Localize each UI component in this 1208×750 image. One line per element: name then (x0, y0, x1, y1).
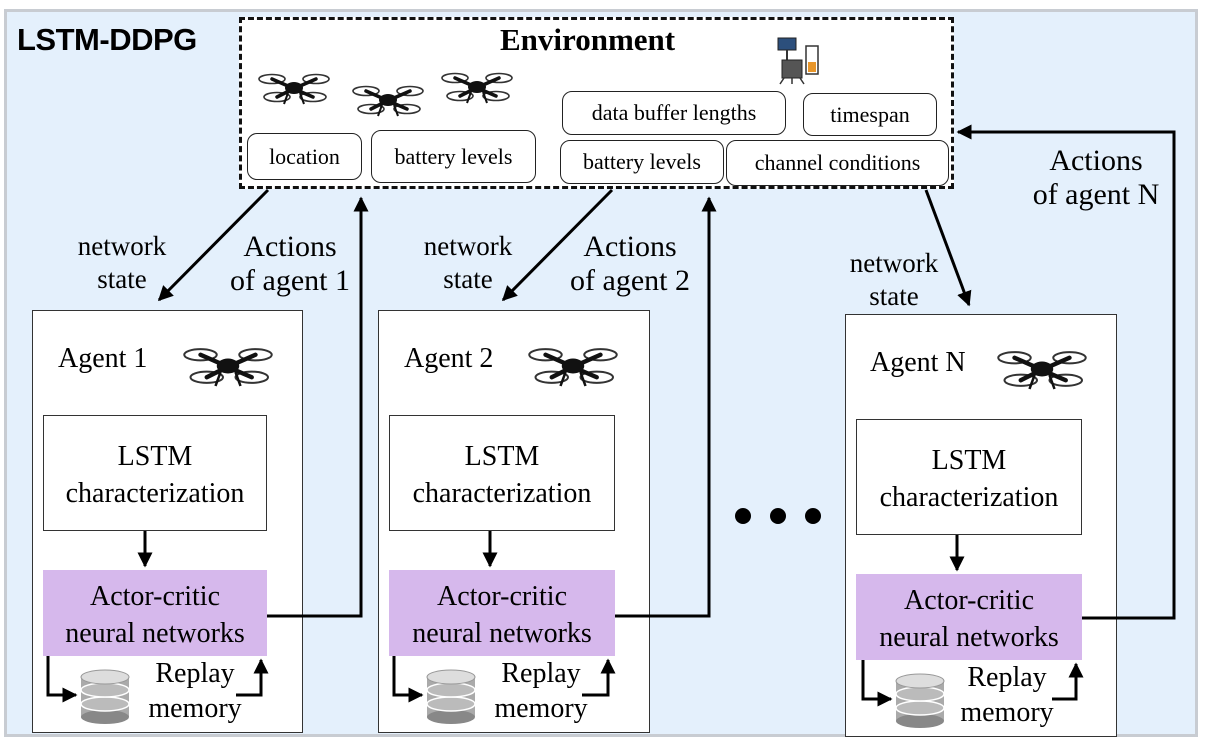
environment-title: Environment (500, 22, 676, 57)
agent-1-actor-line2: neural networks (65, 618, 245, 649)
agent-n-lstm-line2: characterization (879, 482, 1059, 513)
actor-to-replay-arrow-1 (46, 656, 78, 703)
env-label-data-buffer-lengths: data buffer lengths (562, 91, 786, 135)
network-state-1-line2: state (97, 264, 147, 294)
drone-icon (440, 71, 514, 105)
agent-2-replay-line2: memory (494, 693, 588, 724)
network-state-arrow-2 (501, 188, 614, 302)
agent-1-lstm-line1: LSTM (117, 441, 193, 472)
drone-icon (529, 349, 617, 386)
network-state-n-line1: network (849, 248, 939, 278)
env-label-location: location (247, 133, 362, 180)
actions-agent-1-line1: Actions (243, 230, 337, 263)
env-label-timespan: timespan (803, 93, 937, 136)
agent-1-actor-line1: Actor-critic (89, 581, 221, 612)
agent-n-replay-memory: Replay memory (942, 660, 1072, 730)
actions-agent-1-line2: of agent 1 (230, 264, 350, 297)
agent-1-lstm-line2: characterization (65, 478, 245, 509)
agent-1-replay-line1: Replay (155, 658, 235, 689)
actor-to-replay-arrow-2 (392, 656, 424, 703)
network-state-label-2: network state (408, 230, 528, 296)
action-arrow-1 (267, 196, 369, 618)
agent-n-actor-critic: Actor-critic neural networks (856, 574, 1082, 660)
agent-1-replay-line2: memory (148, 693, 242, 724)
replay-to-actor-arrow-2 (582, 658, 616, 697)
env-label-channel-conditions: channel conditions (726, 140, 949, 186)
drone-icon (184, 349, 272, 386)
agent-1-actor-critic: Actor-critic neural networks (43, 570, 267, 656)
actor-to-replay-arrow-n (861, 660, 893, 707)
agent-n-replay-line1: Replay (967, 662, 1047, 693)
network-state-1-line1: network (77, 231, 167, 261)
replay-to-actor-arrow-1 (236, 658, 269, 697)
agent-2-name: Agent 2 (404, 343, 494, 374)
actions-agent-2-line1: Actions (583, 230, 677, 263)
actions-agent-n-line2: of agent N (1032, 178, 1160, 211)
action-arrow-2 (615, 196, 717, 618)
actions-agent-2-line2: of agent 2 (570, 264, 690, 297)
agent-2-replay-line1: Replay (501, 658, 581, 689)
agent-n-lstm-line1: LSTM (931, 445, 1007, 476)
drone-icon (351, 84, 425, 118)
ellipsis-icon (735, 508, 821, 524)
agent-n-replay-line2: memory (960, 697, 1054, 728)
actions-agent-1-label: Actions of agent 1 (210, 230, 370, 298)
database-icon (426, 669, 476, 724)
agent-2-lstm-box: LSTM characterization (389, 415, 615, 531)
iot-sensor-icon (777, 37, 819, 85)
network-state-label-1: network state (62, 230, 182, 296)
env-label-device-battery-levels: battery levels (560, 140, 724, 184)
agent-n-name: Agent N (870, 347, 966, 378)
action-arrow-n (956, 124, 1176, 620)
agent-n-actor-line1: Actor-critic (903, 585, 1035, 616)
agent-2-actor-line1: Actor-critic (436, 581, 568, 612)
diagram-title: LSTM-DDPG (17, 22, 197, 57)
env-label-uav-battery-levels: battery levels (371, 130, 536, 183)
agent-n-actor-line2: neural networks (879, 622, 1059, 653)
network-state-n-line2: state (869, 281, 919, 311)
actions-agent-n-label: Actions of agent N (1016, 144, 1176, 212)
agent-2-actor-line2: neural networks (412, 618, 592, 649)
network-state-arrow-n (924, 189, 972, 307)
agent-2-actor-critic: Actor-critic neural networks (389, 570, 615, 656)
agent-2-lstm-line1: LSTM (464, 441, 540, 472)
agent-2-replay-memory: Replay memory (476, 656, 606, 726)
agent-2-lstm-line2: characterization (412, 478, 592, 509)
actions-agent-2-label: Actions of agent 2 (550, 230, 710, 298)
database-icon (895, 673, 945, 728)
agent-1-replay-memory: Replay memory (130, 656, 260, 726)
network-state-2-line1: network (423, 231, 513, 261)
drone-icon (257, 72, 331, 106)
network-state-2-line2: state (443, 264, 493, 294)
agent-n-lstm-box: LSTM characterization (856, 419, 1082, 535)
actions-agent-n-line1: Actions (1049, 144, 1143, 177)
network-state-arrow-1 (157, 188, 270, 302)
agent-1-name: Agent 1 (58, 343, 148, 374)
database-icon (80, 669, 130, 724)
drone-icon (998, 352, 1086, 389)
agent-1-lstm-box: LSTM characterization (43, 415, 267, 531)
network-state-label-n: network state (834, 247, 954, 313)
replay-to-actor-arrow-n (1052, 662, 1084, 701)
